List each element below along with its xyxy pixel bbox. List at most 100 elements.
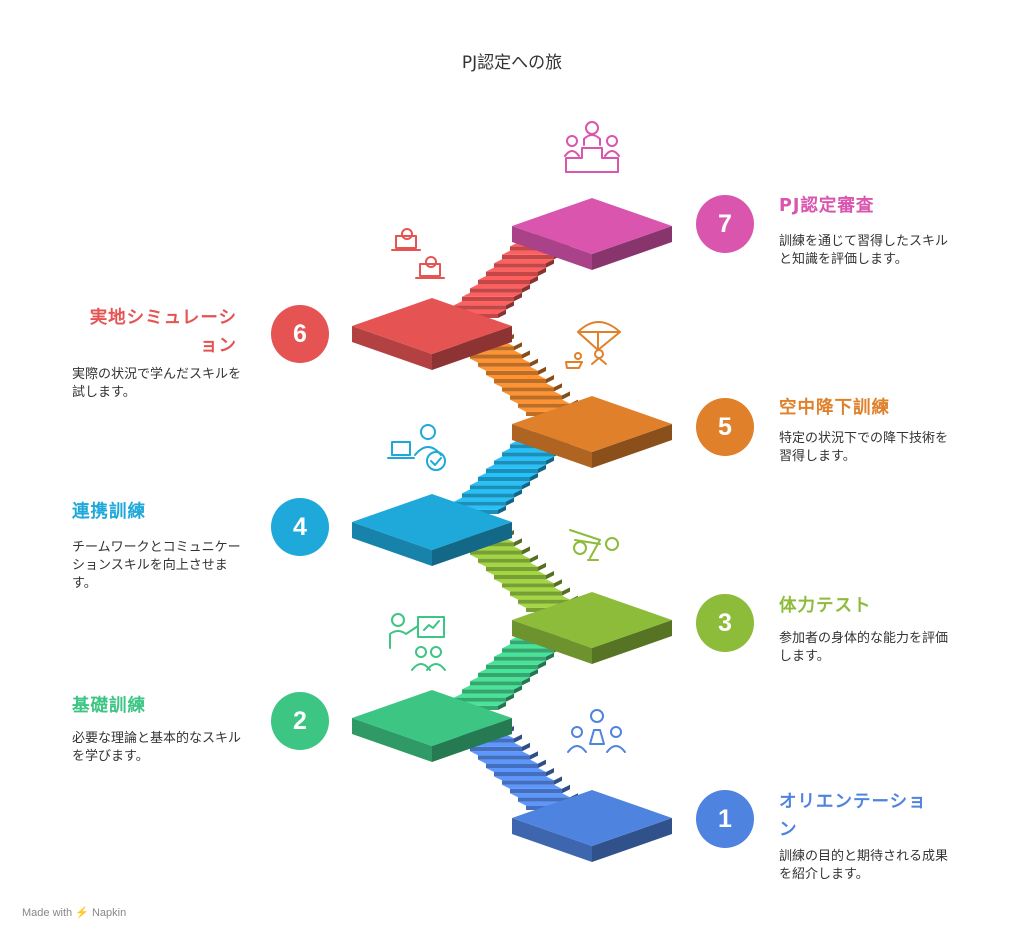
stair-side <box>514 685 522 694</box>
platform-right-face <box>432 522 512 566</box>
podium-icon <box>564 121 620 173</box>
pushup-icon <box>569 529 619 561</box>
stair-side <box>538 366 546 375</box>
step-badge-4: 4 <box>271 498 329 556</box>
stair-side <box>538 562 546 571</box>
stair-riser <box>494 460 546 465</box>
meeting-table-icon <box>567 709 626 753</box>
stair-side <box>538 464 546 473</box>
stair-riser <box>494 575 546 580</box>
step-title-6-line2: ョン <box>200 336 237 356</box>
stair-side <box>522 546 530 555</box>
stair-tread <box>494 383 554 388</box>
step-badge-1: 1 <box>696 790 754 848</box>
stair-tread <box>470 751 530 756</box>
step-desc-5: 特定の状況下での降下技術を習得します。 <box>779 431 949 464</box>
stair-tread <box>470 677 530 682</box>
step-title-6-line1: 実地シミュレーシ <box>89 308 237 328</box>
stair-side <box>530 276 538 285</box>
step-desc-7: 訓練を通じて習得したスキルと知識を評価します。 <box>779 234 949 267</box>
step-badge-5: 5 <box>696 398 754 456</box>
stair-riser <box>454 697 506 702</box>
stair-riser <box>486 664 538 669</box>
stair-tread <box>486 660 546 665</box>
stair-riser <box>494 772 546 777</box>
step-desc-1: 訓練の目的と期待される成果を紹介します。 <box>779 849 949 882</box>
stair-riser <box>462 493 514 498</box>
stair-riser <box>502 648 554 653</box>
step-title-6: 実地シミュレーシ ョン <box>72 304 237 360</box>
stair-side <box>546 652 554 661</box>
stair-side <box>538 267 546 276</box>
platform-left-face <box>352 326 432 370</box>
stair-tread <box>486 464 546 469</box>
platform-left-face <box>512 620 592 664</box>
stair-riser <box>470 288 522 293</box>
platform-top <box>512 198 672 254</box>
stair-riser <box>494 656 546 661</box>
stair-tread <box>486 571 546 575</box>
stair-tread <box>494 652 554 657</box>
platform-left-face <box>352 718 432 762</box>
stair-side <box>522 481 530 490</box>
simulation-laptops-icon <box>391 228 445 279</box>
stair-riser <box>502 583 554 588</box>
stair-tread <box>478 669 538 673</box>
step-title-5: 空中降下訓練 <box>779 398 890 418</box>
platform-top <box>512 396 672 452</box>
step-title-1: オリエンテーショ ン <box>779 788 949 844</box>
diagram-title: PJ認定への旅 <box>461 53 563 73</box>
stair-tread <box>510 595 570 600</box>
stair-riser <box>494 379 546 384</box>
stair-tread <box>478 366 538 371</box>
stair-side <box>562 391 570 400</box>
stair-riser <box>462 689 514 694</box>
stair-side <box>522 742 530 752</box>
stair-side <box>514 342 522 351</box>
stair-tread <box>470 554 530 559</box>
stair-tread <box>486 375 546 379</box>
platform-top <box>512 790 672 846</box>
platform-right-face <box>432 718 512 762</box>
stair-riser <box>486 468 538 473</box>
stair-riser <box>502 452 554 457</box>
stair-side <box>530 669 538 678</box>
stair-tread <box>478 276 538 280</box>
platform-right-face <box>592 424 672 468</box>
platform-right-face <box>592 226 672 270</box>
platform-left-face <box>512 226 592 270</box>
platform-top <box>512 592 672 648</box>
stair-side <box>530 473 538 482</box>
stair-side <box>546 375 554 384</box>
stair-riser <box>470 681 522 686</box>
stair-riser <box>486 370 538 375</box>
stair-side <box>538 759 546 768</box>
step-title-1-line2: ン <box>779 820 798 840</box>
stair-tread <box>454 497 514 502</box>
stair-tread <box>462 292 522 297</box>
stair-side <box>506 693 514 702</box>
stair-riser <box>478 477 530 482</box>
stair-tread <box>510 399 570 404</box>
presentation-board-icon <box>389 613 446 671</box>
stair-side <box>498 505 506 514</box>
platform-right-face <box>592 620 672 664</box>
stair-side <box>514 734 522 743</box>
stair-side <box>514 292 522 302</box>
stair-tread <box>494 259 554 264</box>
stair-tread <box>470 358 530 363</box>
stair-tread <box>462 489 522 494</box>
stair-tread <box>486 267 546 272</box>
step-badge-6: 6 <box>271 305 329 363</box>
stair-tread <box>494 776 554 781</box>
stair-tread <box>486 768 546 772</box>
stair-riser <box>502 387 554 392</box>
stair-side <box>546 259 554 268</box>
stair-tread <box>478 562 538 567</box>
stair-side <box>506 497 514 506</box>
platform-2 <box>352 690 512 762</box>
teamwork-icon <box>387 424 446 471</box>
stair-riser <box>510 591 562 596</box>
platform-6 <box>352 298 512 370</box>
stair-side <box>522 677 530 686</box>
